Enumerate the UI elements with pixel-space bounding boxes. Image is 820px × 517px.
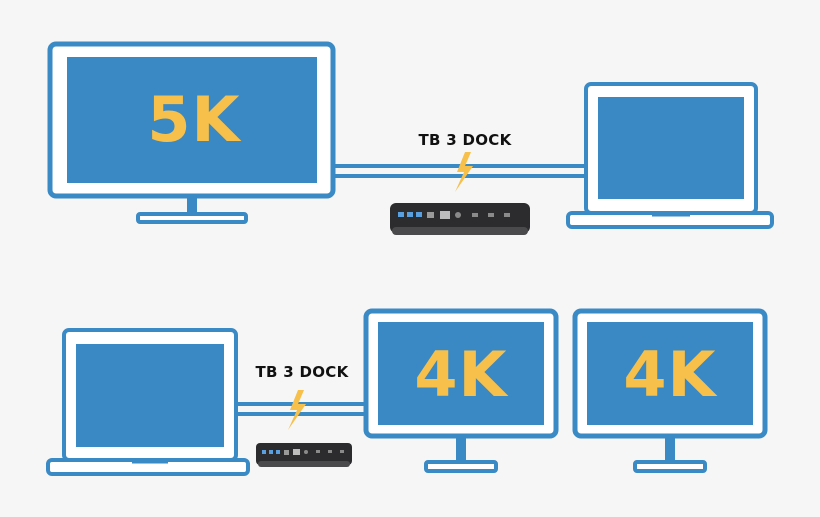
laptop-icon [566, 82, 774, 229]
monitor-screen [67, 57, 317, 183]
monitor-base [424, 460, 498, 473]
dock-device [390, 203, 530, 235]
laptop-base [46, 458, 250, 476]
laptop-screen [76, 344, 224, 447]
dock-label: TB 3 DOCK [418, 131, 512, 149]
dock-device [256, 443, 352, 467]
resolution-label: 4K [623, 338, 717, 411]
dock-label: TB 3 DOCK [255, 363, 349, 381]
monitor-4k-right: 4K [572, 308, 768, 473]
monitor-screen [587, 322, 753, 425]
resolution-label: 4K [414, 338, 508, 411]
thunderbolt-icon [288, 390, 306, 430]
monitor-5k: 5K [47, 41, 336, 224]
laptop-base [566, 211, 774, 229]
monitor-screen [378, 322, 544, 425]
monitor-base [136, 212, 248, 224]
monitor-4k-left: 4K [363, 308, 559, 473]
thunderbolt-icon [455, 152, 473, 192]
bottom-setup: TB 3 DOCK 4K [46, 308, 768, 476]
top-setup: 5K TB 3 DOCK [47, 41, 774, 235]
laptop-icon [46, 328, 250, 476]
laptop-screen [598, 97, 744, 199]
resolution-label: 5K [147, 83, 241, 156]
monitor-base [633, 460, 707, 473]
